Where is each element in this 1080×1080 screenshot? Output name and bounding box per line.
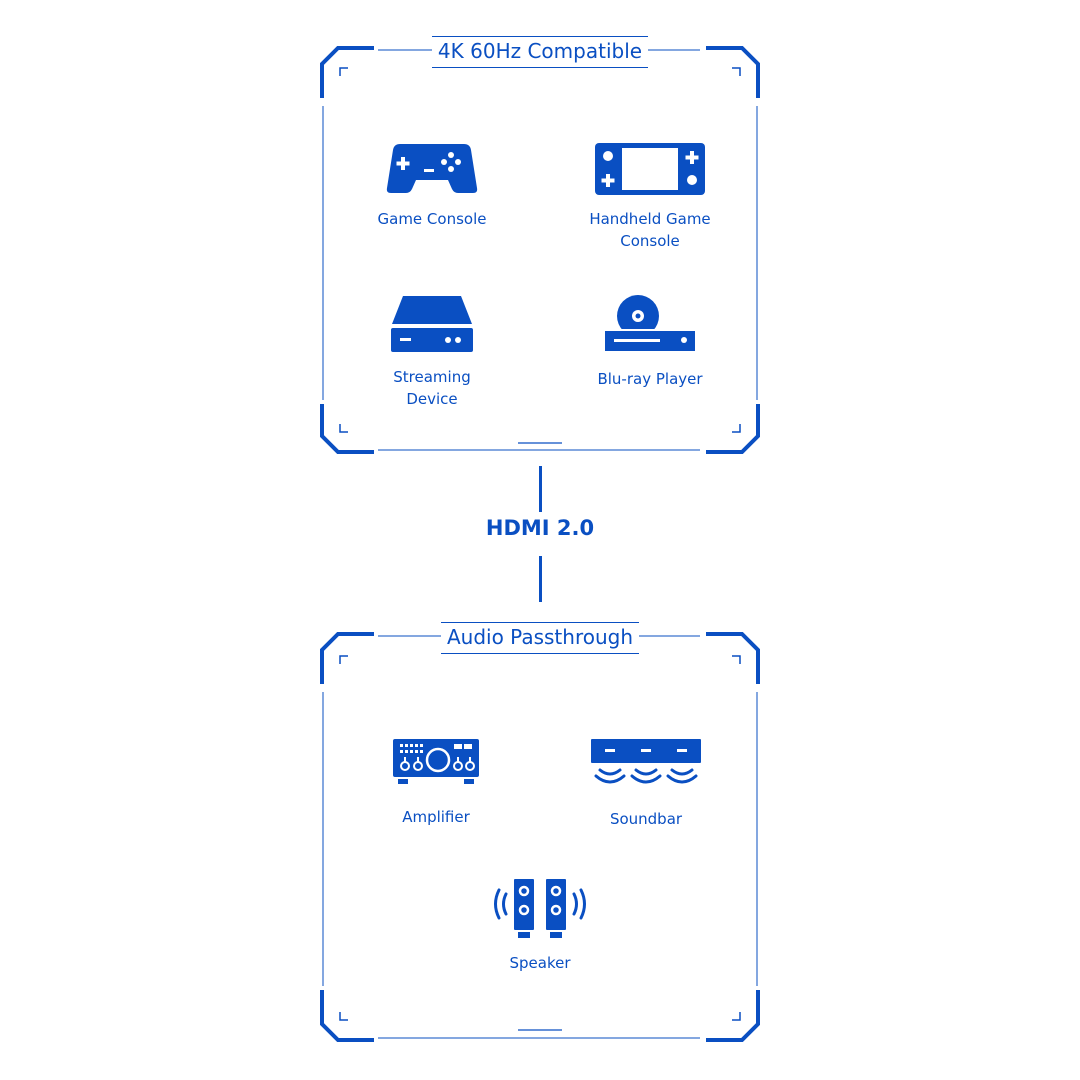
device-amplifier: Amplifier <box>346 738 526 828</box>
device-label: Streaming Device <box>393 368 471 408</box>
speaker-icon <box>494 879 586 938</box>
connector-line-top <box>539 466 542 512</box>
amplifier-icon <box>393 739 479 784</box>
device-label: Soundbar <box>609 810 683 828</box>
connector-line-bottom <box>539 556 542 602</box>
device-bluray-player: Blu-ray Player <box>560 294 740 390</box>
panel-title: 4K 60Hz Compatible <box>320 36 760 68</box>
streaming-box-icon <box>391 296 473 352</box>
device-label: Game Console <box>377 210 487 228</box>
audio-devices-panel: Audio Passthrough Amplifier <box>320 614 760 1042</box>
device-speaker: Speaker <box>450 878 630 974</box>
connection-label: HDMI 2.0 <box>485 516 595 540</box>
device-game-console: Game Console <box>342 142 522 230</box>
device-label: Blu-ray Player <box>597 370 703 388</box>
compatible-devices-panel: 4K 60Hz Compatible Game Console Handheld… <box>320 28 760 454</box>
panel-frame <box>320 46 760 454</box>
device-label: Handheld Game Console <box>589 210 711 250</box>
device-label: Speaker <box>509 954 571 972</box>
device-streaming-device: Streaming Device <box>342 294 522 410</box>
device-soundbar: Soundbar <box>556 738 736 830</box>
handheld-console-icon <box>595 143 705 195</box>
soundbar-icon <box>591 739 701 784</box>
panel-title: Audio Passthrough <box>320 622 760 654</box>
device-handheld-game-console: Handheld Game Console <box>560 142 740 252</box>
device-label: Amplifier <box>402 808 470 826</box>
gamepad-icon <box>386 144 478 193</box>
bluray-player-icon <box>603 295 697 353</box>
